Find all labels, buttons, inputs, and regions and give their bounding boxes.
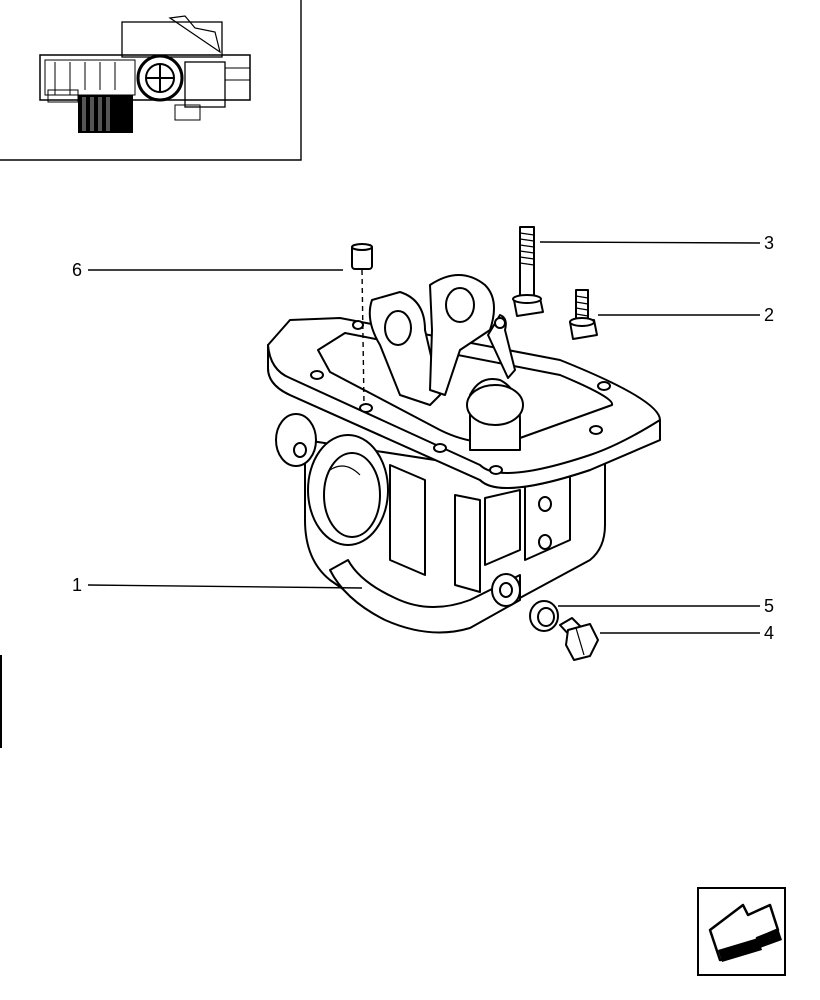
callout-labels: 6 1 3 2 5 4 [72,233,774,643]
short-bolt[interactable] [569,289,598,340]
lift-housing[interactable] [267,274,661,634]
nav-previous-button[interactable] [697,887,786,976]
drain-plug[interactable] [559,617,599,661]
arrow-down-left-icon [708,903,782,962]
callout-3: 3 [764,233,774,253]
assembly-thumbnail[interactable] [0,0,302,161]
assembly-thumbnail-icon [39,15,251,133]
callout-1: 1 [72,575,82,595]
long-bolt[interactable] [512,226,544,317]
callout-2: 2 [764,305,774,325]
callout-leaders [87,241,761,634]
callout-4: 4 [764,623,774,643]
dowel-pin[interactable] [351,243,373,406]
callout-6: 6 [72,260,82,280]
callout-5: 5 [764,596,774,616]
dowel-alignment-line [361,269,365,406]
sealing-washer[interactable] [529,600,559,632]
